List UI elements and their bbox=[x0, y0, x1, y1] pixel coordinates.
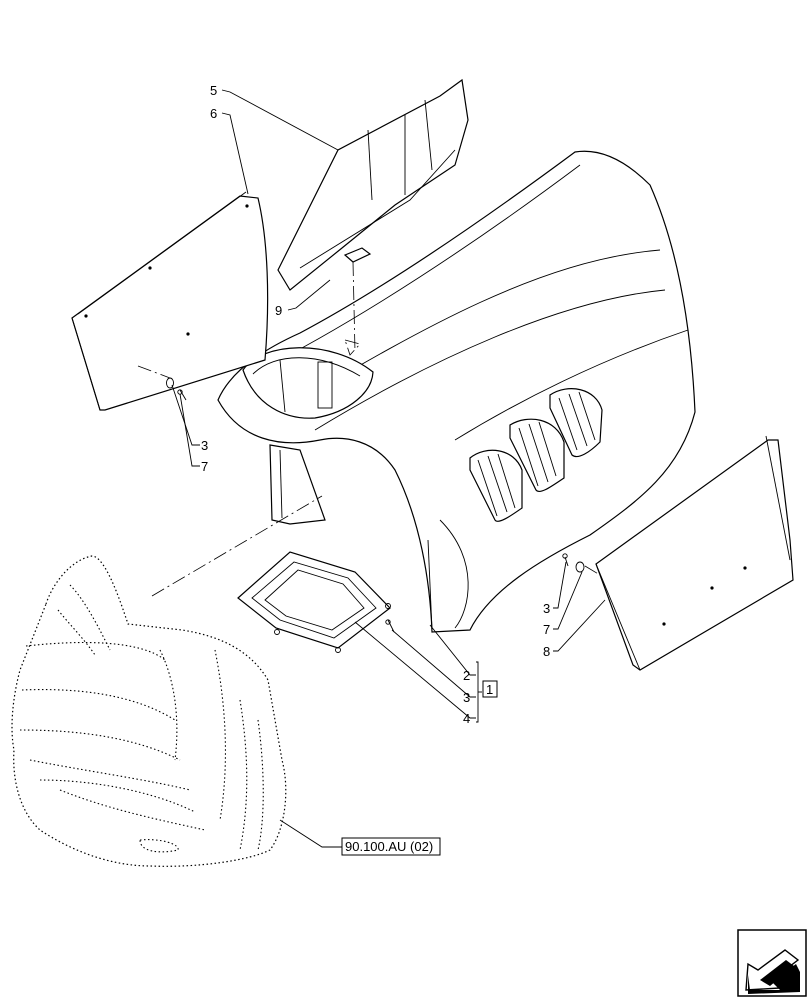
kit-box bbox=[482, 680, 498, 698]
hood-top-insulation-pad bbox=[277, 78, 469, 291]
hood-body bbox=[217, 150, 696, 633]
left-side-panel bbox=[71, 191, 269, 411]
callout-3-left: 3 bbox=[201, 438, 208, 453]
callout-8: 8 bbox=[543, 644, 550, 659]
callout-6: 6 bbox=[210, 106, 217, 121]
right-side-panel bbox=[595, 435, 794, 671]
centerlines bbox=[137, 261, 601, 597]
callout-2: 2 bbox=[463, 668, 470, 683]
reference-box bbox=[341, 837, 441, 856]
front-grille-reference bbox=[11, 555, 287, 867]
reference-label[interactable]: 90.100.AU (02) bbox=[345, 839, 433, 854]
callout-7-right: 7 bbox=[543, 622, 550, 637]
callout-3-mid: 3 bbox=[463, 690, 470, 705]
callout-9: 9 bbox=[275, 303, 282, 318]
next-page-arrow-icon[interactable] bbox=[737, 929, 807, 997]
right-fasteners bbox=[562, 553, 585, 573]
callout-7-left: 7 bbox=[201, 459, 208, 474]
callout-kit-1: 1 bbox=[486, 682, 493, 697]
callout-4: 4 bbox=[463, 711, 470, 726]
callout-3-right: 3 bbox=[543, 601, 550, 616]
intake-frame bbox=[237, 551, 395, 653]
callout-5: 5 bbox=[210, 83, 217, 98]
reference-link[interactable]: 90.100.AU (02) bbox=[341, 837, 441, 856]
leader-lines bbox=[171, 89, 606, 848]
